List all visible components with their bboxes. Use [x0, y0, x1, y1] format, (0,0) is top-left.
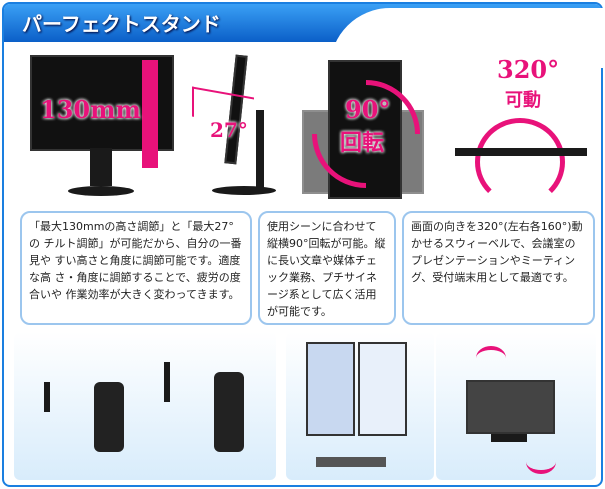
pivot-rotate-label: 回転	[340, 130, 385, 156]
portrait-monitor-1	[306, 342, 355, 436]
height-label: 130mm	[40, 95, 141, 124]
height-arrow-icon	[142, 60, 158, 168]
monitor-portrait-image	[328, 60, 402, 199]
swivel-illustration	[436, 332, 596, 480]
swivel-monitor	[466, 380, 555, 434]
portrait-monitors-illustration	[286, 332, 434, 480]
swivel-move-label: 可動	[505, 90, 541, 111]
posture-illustration	[14, 332, 276, 480]
swivel-arrow-top-icon	[476, 346, 506, 370]
monitor-stand	[90, 148, 112, 186]
page-title: パーフェクトスタンド	[22, 12, 221, 36]
swivel-arrow-bottom-icon	[526, 450, 556, 474]
tilt-label: 27°	[210, 118, 248, 142]
pivot-description: 使用シーンに合わせて縦横90°回転が可能。縦に長い文章や媒体チェック業務、プチサ…	[258, 211, 396, 325]
person-right-figure	[214, 372, 244, 452]
desk-monitor-right	[164, 362, 170, 402]
tilt-stand	[256, 110, 264, 188]
monitor-top-image	[455, 148, 587, 156]
desk-monitor-left	[44, 382, 50, 412]
portrait-monitor-2	[358, 342, 407, 436]
swivel-description: 画面の向きを320°(左右各160°)動かせるスウィーベルで、会議室のプレゼンテ…	[402, 211, 595, 325]
swivel-monitor-base	[491, 434, 527, 442]
keyboard	[316, 457, 386, 467]
header-curve	[330, 8, 605, 68]
swivel-arrow-icon	[475, 118, 565, 206]
tilt-base	[212, 186, 276, 195]
monitor-base	[68, 186, 134, 196]
pivot-degree-label: 90°	[345, 95, 391, 124]
person-left-figure	[94, 382, 124, 452]
height-tilt-description: 「最大130mmの高さ調節」と「最大27°の チルト調節」が可能だから、自分の一…	[20, 211, 252, 325]
swivel-degree-label: 320°	[497, 55, 560, 84]
